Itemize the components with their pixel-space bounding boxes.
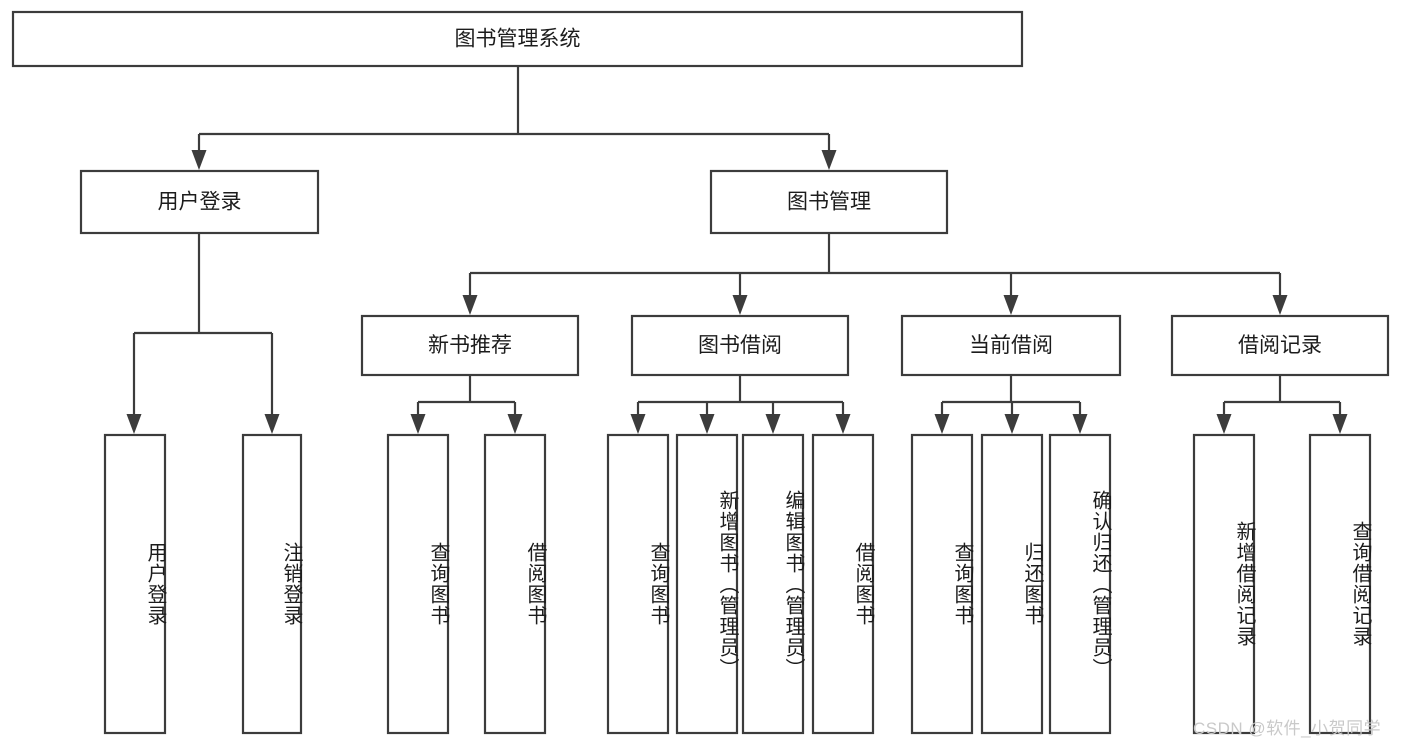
node-confirm-return-admin[interactable] (1048, 433, 1112, 735)
arrow-head-icon (1004, 414, 1020, 434)
node-root[interactable]: 图书管理系统 (11, 10, 1024, 68)
arrow-head-icon (1072, 414, 1088, 434)
node-new-book-rec[interactable]: 新书推荐 (360, 314, 580, 377)
arrow-head-icon (934, 414, 950, 434)
node-book-borrow[interactable]: 图书借阅 (630, 314, 850, 377)
arrow-head-icon (462, 295, 478, 315)
arrow-head-icon (1003, 295, 1019, 315)
arrow-head-icon (732, 295, 748, 315)
node-user-login-do[interactable] (103, 433, 167, 735)
arrow-head-icon (410, 414, 426, 434)
connector-layer (126, 66, 1348, 434)
node-user-login[interactable]: 用户登录 (79, 169, 320, 235)
node-current-borrow[interactable]: 当前借阅 (900, 314, 1122, 377)
arrow-head-icon (1216, 414, 1232, 434)
node-book-manage[interactable]: 图书管理 (709, 169, 949, 235)
arrow-head-icon (765, 414, 781, 434)
node-label-borrow-record: 借阅记录 (1238, 334, 1322, 357)
node-edit-book-admin[interactable] (741, 433, 805, 735)
connector-currentborrow-to-leaves (940, 375, 1082, 416)
connector-userlogin-to-leaves (132, 233, 274, 416)
node-add-borrow-record[interactable] (1192, 433, 1256, 735)
node-label-book-borrow: 图书借阅 (698, 334, 782, 357)
node-query-book-1[interactable] (386, 433, 450, 735)
arrow-head-icon (821, 150, 837, 170)
connector-bookborrow-to-leaves (636, 375, 845, 416)
node-borrow-book-1[interactable] (483, 433, 547, 735)
node-query-borrow-record[interactable] (1308, 433, 1372, 735)
node-label-current-borrow: 当前借阅 (969, 334, 1053, 357)
node-label-new-book-rec: 新书推荐 (428, 334, 512, 357)
node-query-book-3[interactable] (910, 433, 974, 735)
node-borrow-book-2[interactable] (811, 433, 875, 735)
node-label-root: 图书管理系统 (455, 28, 581, 51)
node-return-book[interactable] (980, 433, 1044, 735)
node-borrow-record[interactable]: 借阅记录 (1170, 314, 1390, 377)
arrow-head-icon (699, 414, 715, 434)
arrow-head-icon (1332, 414, 1348, 434)
node-add-book-admin[interactable] (675, 433, 739, 735)
arrow-head-icon (835, 414, 851, 434)
node-user-logout[interactable] (241, 433, 303, 735)
node-label-book-manage: 图书管理 (787, 191, 871, 214)
connector-bookmanage-to-level3 (468, 233, 1282, 297)
arrow-head-icon (126, 414, 142, 434)
node-query-book-2[interactable] (606, 433, 670, 735)
connector-newbookrec-to-leaves (416, 375, 517, 416)
arrow-head-icon (191, 150, 207, 170)
arrow-head-icon (1272, 295, 1288, 315)
connector-borrowrecord-to-leaves (1222, 375, 1342, 416)
node-label-user-login: 用户登录 (158, 191, 242, 214)
arrow-head-icon (507, 414, 523, 434)
arrow-head-icon (264, 414, 280, 434)
csdn-watermark: CSDN @软件_小贺同学 (1193, 719, 1382, 738)
connector-root-to-level2 (197, 66, 831, 152)
arrow-head-icon (630, 414, 646, 434)
